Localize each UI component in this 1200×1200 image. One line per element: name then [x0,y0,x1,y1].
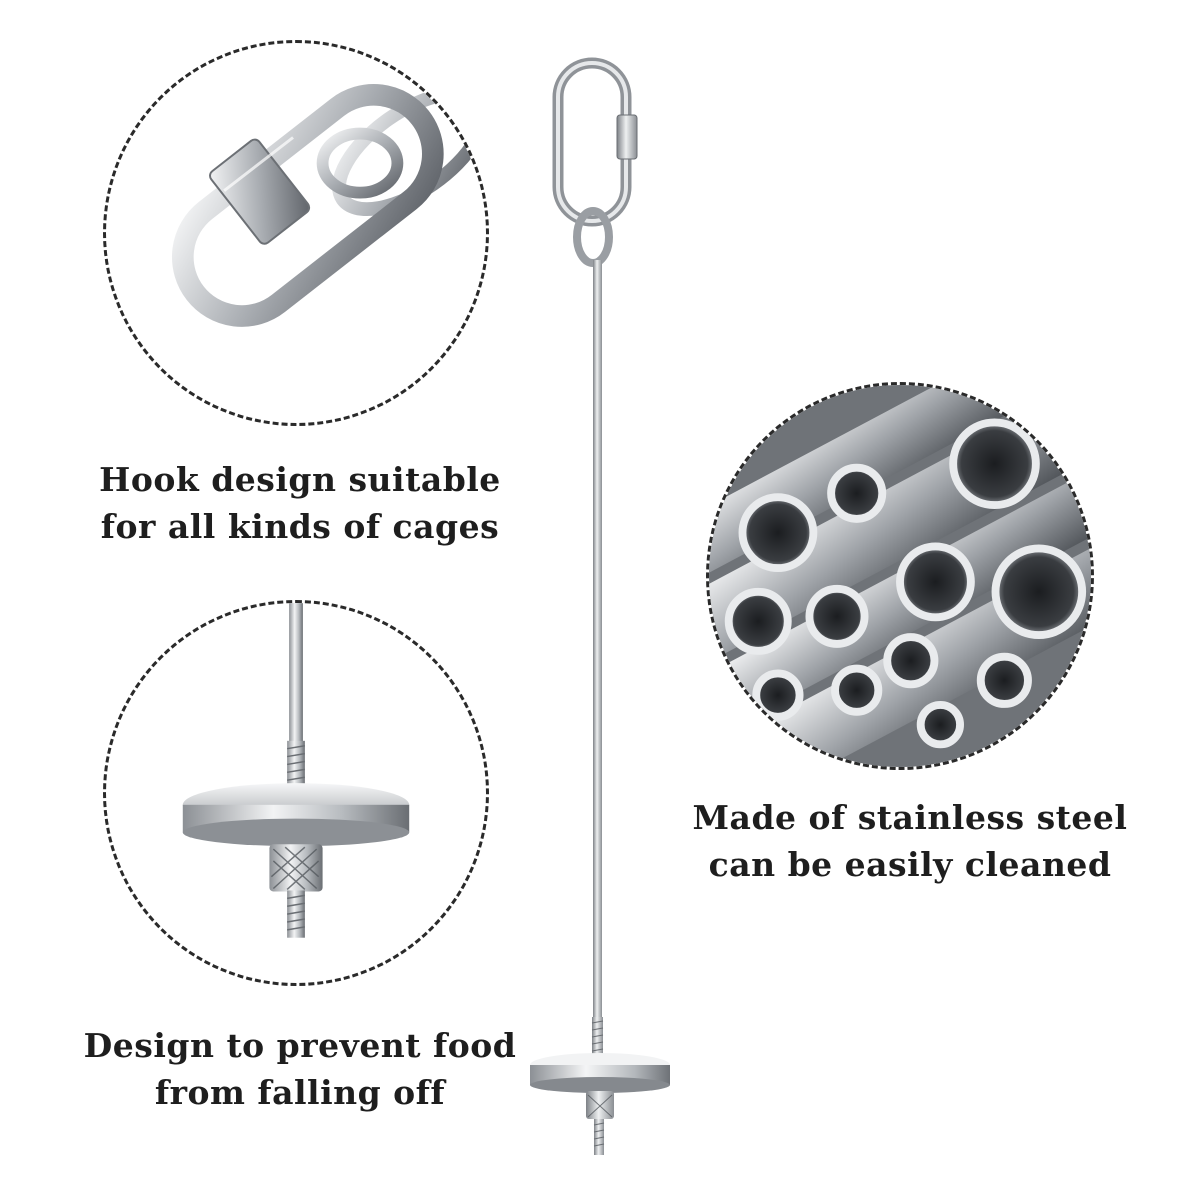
plate-closeup-circle [103,600,489,986]
plate-caption-line1: Design to prevent food [83,1026,517,1065]
material-caption-line1: Made of stainless steel [692,798,1128,837]
material-caption-line2: can be easily cleaned [708,845,1112,884]
material-caption: Made of stainless steel can be easily cl… [670,794,1150,888]
stopper-plate-closeup-icon [182,603,410,938]
hook-caption-line2: for all kinds of cages [100,507,500,546]
plate-caption-line2: from falling off [154,1073,446,1112]
hook-closeup-circle [103,40,489,426]
hook-caption-line1: Hook design suitable [99,460,501,499]
plate-caption: Design to prevent food from falling off [40,1022,560,1116]
steel-tubes-closeup-icon [709,385,1091,767]
hook-caption: Hook design suitable for all kinds of ca… [60,456,540,550]
skewer-with-carabiner-and-plate-icon [530,57,670,1155]
material-closeup-circle [706,382,1094,770]
carabiner-closeup-icon [171,84,486,327]
